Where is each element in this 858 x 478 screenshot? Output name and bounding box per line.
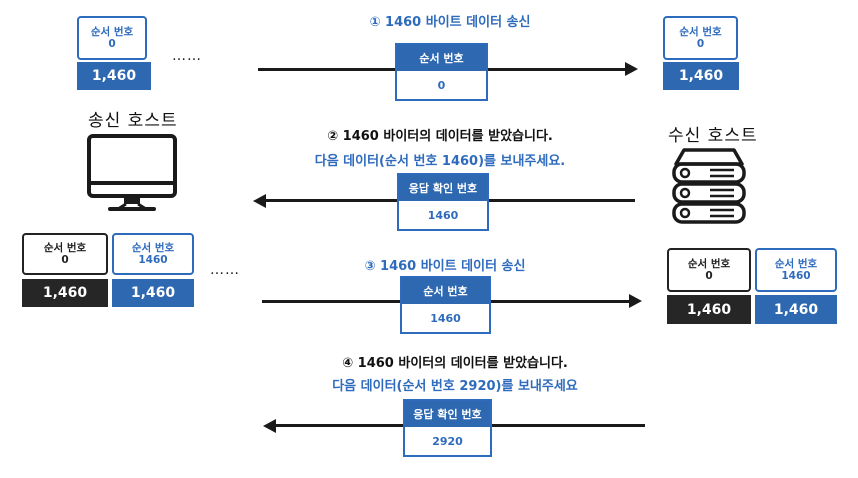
segment-size-bar: 1,460	[77, 62, 151, 90]
step-4-request: 다음 데이터(순서 번호 2920)를 보내주세요	[332, 379, 578, 394]
step-2-request: 다음 데이터(순서 번호 1460)를 보내주세요.	[314, 154, 566, 169]
card-label-text: 순서 번호	[774, 258, 818, 270]
server-icon	[670, 146, 748, 226]
card-label-number: 0	[108, 38, 116, 50]
segment-size-bar: 1,460	[663, 62, 739, 90]
packet-box: 응답 확인 번호 1460	[397, 173, 489, 231]
arrow-head-left-icon	[263, 419, 276, 433]
sequence-label-card: 순서 번호 0	[663, 16, 738, 60]
packet-box: 순서 번호 0	[395, 43, 488, 101]
packet-header: 순서 번호	[397, 45, 486, 71]
packet-header: 응답 확인 번호	[405, 401, 490, 427]
packet-header: 순서 번호	[402, 278, 489, 304]
sequence-label-card: 순서 번호 0	[667, 248, 751, 292]
card-label-text: 순서 번호	[679, 26, 722, 38]
packet-header: 응답 확인 번호	[399, 175, 487, 201]
packet-value: 0	[437, 78, 446, 92]
packet-box: 응답 확인 번호 2920	[403, 399, 492, 457]
packet-value: 2920	[432, 434, 463, 448]
sequence-label-card: 순서 번호 0	[22, 233, 108, 275]
ellipsis: ……	[172, 48, 202, 64]
card-label-text: 순서 번호	[43, 242, 87, 254]
step-3-message: ③ 1460 바이트 데이터 송신	[364, 259, 526, 274]
arrow-head-right-icon	[625, 62, 638, 76]
arrow-head-left-icon	[253, 194, 266, 208]
card-label-number: 1460	[781, 270, 811, 282]
packet-value: 1460	[430, 311, 461, 325]
packet-box: 순서 번호 1460	[400, 276, 491, 334]
card-label-text: 순서 번호	[90, 26, 134, 38]
segment-size-bar: 1,460	[667, 295, 751, 324]
step-4-message: ④ 1460 바이터의 데이터를 받았습니다.	[342, 356, 568, 371]
segment-size-bar: 1,460	[755, 295, 837, 324]
arrow-head-right-icon	[629, 294, 642, 308]
card-label-number: 0	[705, 270, 713, 282]
sequence-label-card: 순서 번호 1460	[112, 233, 194, 275]
segment-size-bar: 1,460	[112, 279, 194, 307]
card-label-text: 순서 번호	[687, 258, 731, 270]
sequence-label-card: 순서 번호 0	[77, 16, 147, 60]
card-label-number: 0	[61, 254, 69, 266]
step-1-message: ① 1460 바이트 데이터 송신	[369, 15, 531, 30]
card-label-number: 0	[696, 38, 705, 50]
packet-value: 1460	[427, 208, 459, 222]
card-label-text: 순서 번호	[131, 242, 175, 254]
card-label-number: 1460	[138, 254, 168, 266]
segment-size-bar: 1,460	[22, 279, 108, 307]
sender-host-label: 송신 호스트	[88, 111, 178, 131]
sequence-label-card: 순서 번호 1460	[755, 248, 837, 292]
step-2-message: ② 1460 바이터의 데이터를 받았습니다.	[327, 129, 553, 144]
monitor-icon	[86, 133, 178, 213]
ellipsis: ……	[210, 262, 240, 278]
receiver-host-label: 수신 호스트	[668, 126, 758, 146]
